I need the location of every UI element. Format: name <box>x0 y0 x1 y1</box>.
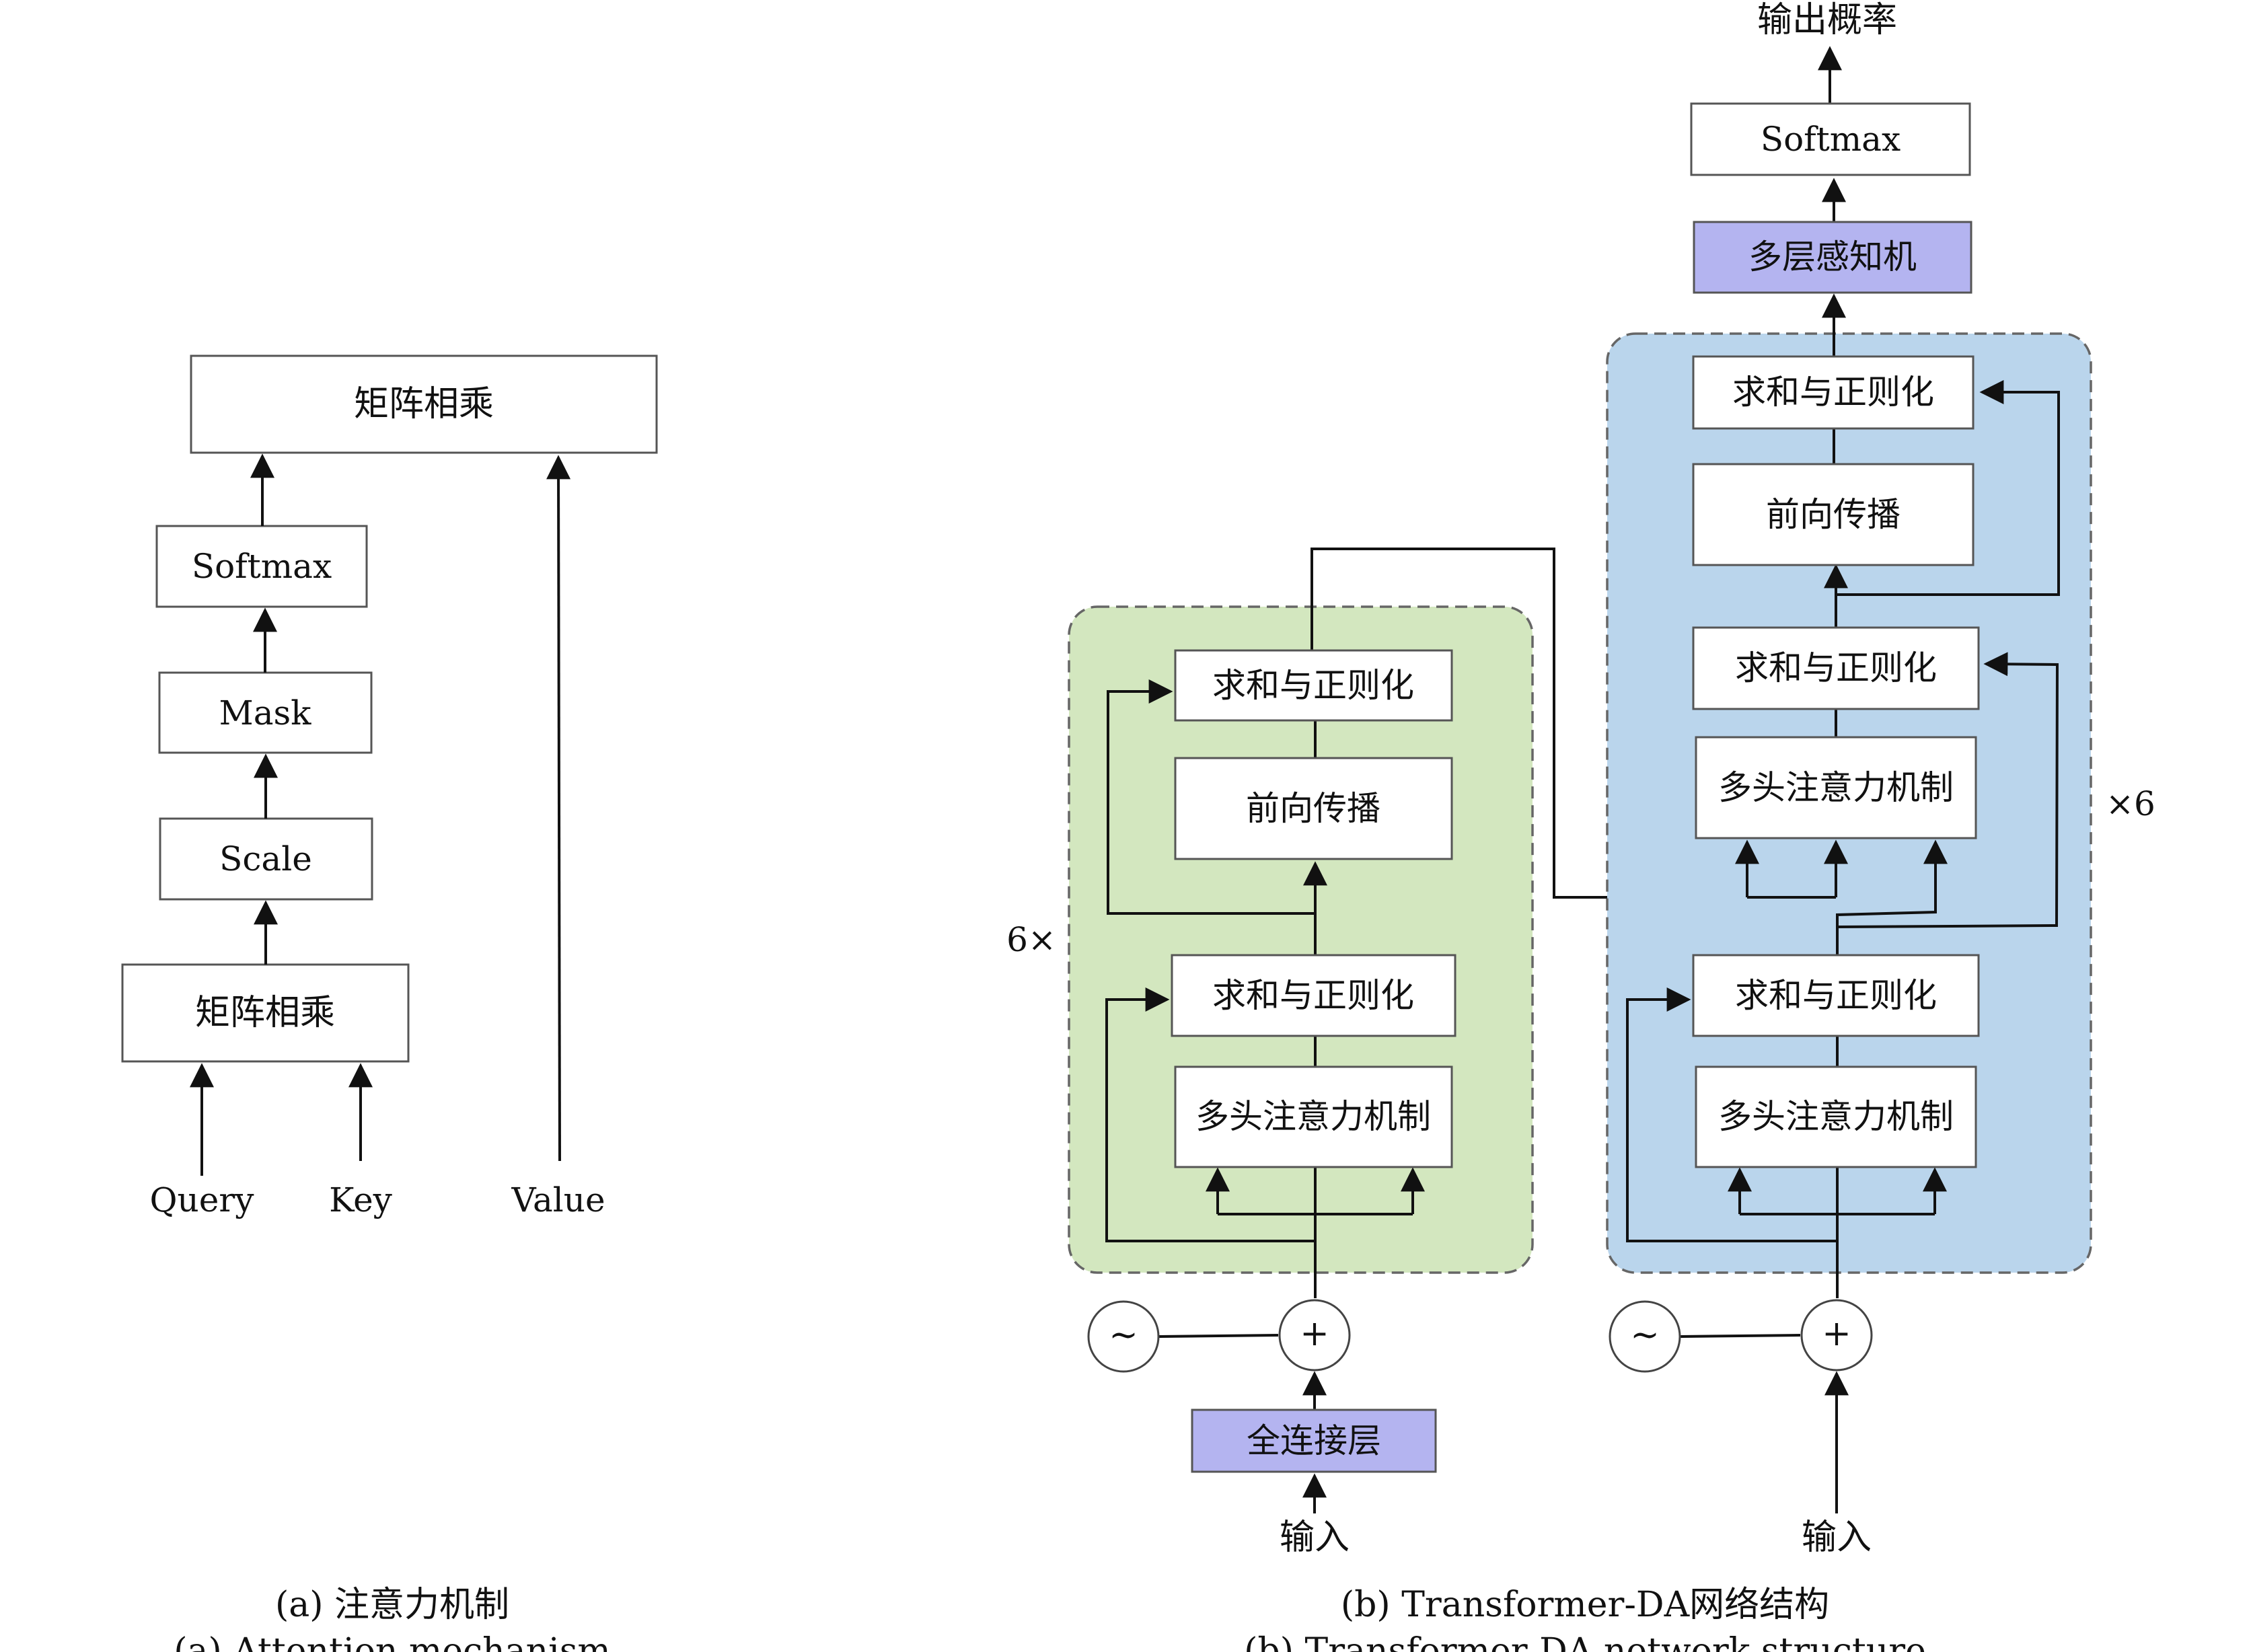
dec-residual-middle <box>1837 652 2059 928</box>
enc-ff-label: 前向传播 <box>1246 789 1380 828</box>
softmax-box <box>155 525 368 608</box>
caption-b-cn: (b) Transformer-DA网络结构 <box>1341 1585 1829 1625</box>
enc-plus-glyph: + <box>1300 1314 1329 1354</box>
dec-ff-box <box>1692 463 1975 566</box>
dec-mha-self-box <box>1695 1065 1977 1168</box>
enc-fc-label: 全连接层 <box>1247 1421 1381 1460</box>
dec-softmax-box <box>1690 102 1971 176</box>
enc-mha-box <box>1174 1065 1453 1168</box>
dec-mha-self-label: 多头注意力机制 <box>1718 1097 1954 1136</box>
scale-box <box>159 817 373 901</box>
key-label: Key <box>329 1180 393 1219</box>
enc-residual-bottom <box>1105 987 1315 1242</box>
captions: (a) 注意力机制 (a) Attention mechanism (b) Tr… <box>174 1585 1926 1652</box>
dec-output-label: 输出概率 <box>1757 0 1897 40</box>
dec-addnorm-3-box <box>1692 954 1980 1037</box>
enc-input-label: 输入 <box>1280 1517 1350 1558</box>
mask-label: Mask <box>219 693 312 733</box>
enc-positional-encoding-icon <box>1087 1300 1160 1373</box>
dec-wave-glyph: ~ <box>1630 1315 1660 1355</box>
caption-b-en: (b) Transformer-DA network structure <box>1244 1631 1926 1652</box>
query-label: Query <box>150 1180 255 1219</box>
decoder-repeat-label: ×6 <box>2106 784 2155 823</box>
enc-residual-top <box>1107 679 1315 915</box>
dec-ff-label: 前向传播 <box>1766 495 1901 534</box>
dec-add-icon <box>1800 1299 1873 1372</box>
dec-residual-bottom <box>1626 987 1837 1242</box>
enc-addnorm-top-box <box>1174 649 1453 722</box>
top-matmul-label: 矩阵相乘 <box>354 384 494 424</box>
dec-addnorm-2-box <box>1692 626 1980 710</box>
enc-add-icon <box>1278 1299 1351 1372</box>
caption-a-en: (a) Attention mechanism <box>174 1631 610 1652</box>
enc-mha-label: 多头注意力机制 <box>1195 1097 1431 1136</box>
enc-addnorm-top-label: 求和与正则化 <box>1212 666 1414 705</box>
scale-label: Scale <box>219 839 312 878</box>
dec-softmax-label: Softmax <box>1761 120 1901 159</box>
dec-arrow-q <box>1836 839 1948 955</box>
top-matmul-box <box>190 354 658 454</box>
value-label: Value <box>511 1180 605 1219</box>
dec-mha-cross-label: 多头注意力机制 <box>1718 768 1954 807</box>
enc-fc-box <box>1191 1409 1437 1473</box>
softmax-label: Softmax <box>192 547 332 586</box>
enc-addnorm-bottom-box <box>1171 954 1456 1037</box>
dec-addnorm-1-label: 求和与正则化 <box>1732 373 1934 412</box>
enc-wave-to-plus-line <box>1158 1334 1279 1338</box>
dec-positional-encoding-icon <box>1609 1300 1681 1373</box>
dec-mlp-label: 多层感知机 <box>1748 237 1917 276</box>
dec-wave-to-plus-line <box>1680 1334 1801 1338</box>
dec-addnorm-1-box <box>1692 355 1975 430</box>
encoder-block: 6× 求和与正则化 前向传播 求和与正则化 多头注意力机制 ~ + 全连接层 输… <box>1006 548 1747 1558</box>
dec-input-label: 输入 <box>1802 1517 1872 1558</box>
bottom-matmul-box <box>121 963 410 1063</box>
dec-residual-top <box>1836 380 2060 596</box>
enc-wave-glyph: ~ <box>1109 1315 1138 1355</box>
encoder-repeat-label: 6× <box>1006 920 1056 959</box>
attention-diagram: 矩阵相乘 Softmax Mask Scale 矩阵相乘 Query Key V… <box>121 354 658 1219</box>
dec-mha-cross-box <box>1695 736 1977 839</box>
caption-a-cn: (a) 注意力机制 <box>275 1585 509 1625</box>
enc-addnorm-bottom-label: 求和与正则化 <box>1212 976 1414 1015</box>
dec-addnorm-3-label: 求和与正则化 <box>1735 976 1937 1015</box>
dec-mlp-box <box>1693 221 1972 294</box>
arrow-value <box>546 455 571 1162</box>
enc-ff-box <box>1174 757 1453 860</box>
decoder-block: ×6 输出概率 Softmax 多层感知机 求和与正则化 前向传播 求和与正则化 <box>1606 0 2155 1558</box>
bottom-matmul-label: 矩阵相乘 <box>195 993 335 1033</box>
dec-addnorm-2-label: 求和与正则化 <box>1735 648 1937 687</box>
dec-plus-glyph: + <box>1822 1314 1851 1354</box>
